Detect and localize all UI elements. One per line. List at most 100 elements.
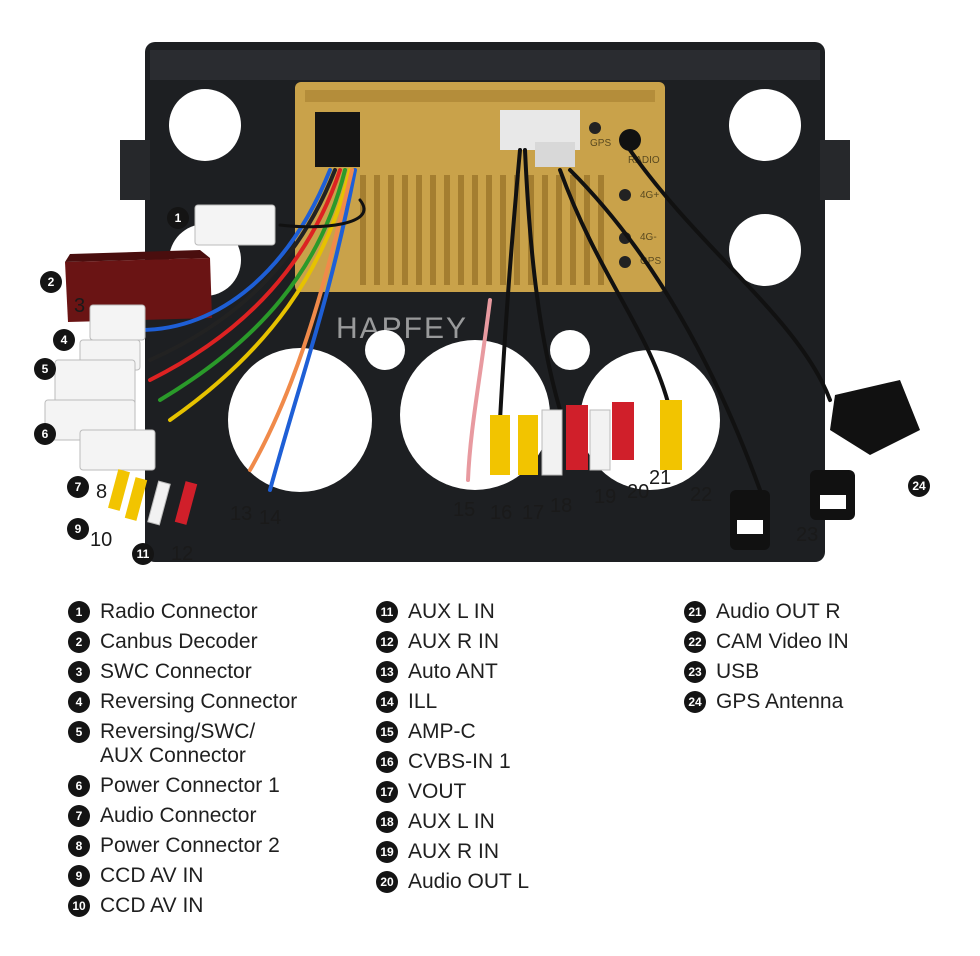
legend-label: SWC Connector bbox=[100, 660, 252, 683]
legend-label: AUX L IN bbox=[408, 600, 495, 623]
legend-badge: 11 bbox=[376, 601, 398, 623]
legend-item: 21 Audio OUT R bbox=[684, 600, 964, 624]
legend-badge: 6 bbox=[68, 775, 90, 797]
legend-item: 8 Power Connector 2 bbox=[68, 834, 368, 858]
callout-12: 12 bbox=[171, 543, 194, 565]
legend-label: AUX L IN bbox=[408, 810, 495, 833]
callout-16: 16 bbox=[490, 502, 513, 524]
legend-item: 10 CCD AV IN bbox=[68, 894, 368, 918]
legend-badge: 3 bbox=[68, 661, 90, 683]
legend-item: 7 Audio Connector bbox=[68, 804, 368, 828]
legend-label: CAM Video IN bbox=[716, 630, 849, 653]
legend-label: Audio OUT R bbox=[716, 600, 841, 623]
legend-label: GPS Antenna bbox=[716, 690, 844, 713]
legend-item: 4 Reversing Connector bbox=[68, 690, 368, 714]
legend-column-1: 1 Radio Connector 2 Canbus Decoder 3 SWC… bbox=[68, 600, 368, 924]
legend-label: AUX R IN bbox=[408, 840, 500, 863]
4g-plus-port-label: 4G+ bbox=[640, 190, 659, 201]
callout-4: 4 bbox=[53, 329, 75, 351]
callout-19: 19 bbox=[594, 486, 617, 508]
callout-11: 11 bbox=[132, 543, 154, 565]
legend-badge: 17 bbox=[376, 781, 398, 803]
legend-label: Canbus Decoder bbox=[100, 630, 258, 653]
callout-24: 24 bbox=[908, 475, 930, 497]
legend-badge: 22 bbox=[684, 631, 706, 653]
wire-harness bbox=[138, 148, 832, 492]
legend-badge: 5 bbox=[68, 721, 90, 743]
callout-5: 5 bbox=[34, 358, 56, 380]
legend-item: 18 AUX L IN bbox=[376, 810, 676, 834]
callout-23: 23 bbox=[796, 524, 819, 546]
callout-13: 13 bbox=[230, 503, 253, 525]
legend-item: 16 CVBS-IN 1 bbox=[376, 750, 676, 774]
legend-badge: 7 bbox=[68, 805, 90, 827]
callout-8: 8 bbox=[96, 481, 108, 503]
4g-minus-port-label: 4G- bbox=[640, 232, 657, 243]
radio-port-label: RADIO bbox=[628, 155, 660, 166]
legend-item: 9 CCD AV IN bbox=[68, 864, 368, 888]
legend-badge: 23 bbox=[684, 661, 706, 683]
legend-item: 11 AUX L IN bbox=[376, 600, 676, 624]
legend-badge: 14 bbox=[376, 691, 398, 713]
callout-3: 3 bbox=[74, 295, 86, 317]
legend-label: CCD AV IN bbox=[100, 864, 204, 887]
legend-label: Power Connector 1 bbox=[100, 774, 280, 797]
legend-column-3: 21 Audio OUT R 22 CAM Video IN 23 USB 24… bbox=[684, 600, 964, 720]
legend-item: 15 AMP-C bbox=[376, 720, 676, 744]
legend-label: Power Connector 2 bbox=[100, 834, 280, 857]
legend-badge: 15 bbox=[376, 721, 398, 743]
legend-label: USB bbox=[716, 660, 760, 683]
legend-label: Reversing/SWC/ AUX Connector bbox=[100, 720, 256, 767]
legend-label: ILL bbox=[408, 690, 438, 713]
head-unit: GPS RADIO 4G+ 4G- GPS bbox=[295, 82, 665, 292]
legend-badge: 20 bbox=[376, 871, 398, 893]
product-photo: GPS RADIO 4G+ 4G- GPS bbox=[44, 42, 920, 562]
legend-label: CCD AV IN bbox=[100, 894, 204, 917]
rca-plugs-center bbox=[490, 400, 682, 476]
legend-label: Audio Connector bbox=[100, 804, 257, 827]
legend-item: 3 SWC Connector bbox=[68, 660, 368, 684]
callout-7: 7 bbox=[67, 476, 89, 498]
legend-item: 23 USB bbox=[684, 660, 964, 684]
legend-label: CVBS-IN 1 bbox=[408, 750, 511, 773]
usb-and-gps bbox=[730, 380, 920, 550]
legend-item: 1 Radio Connector bbox=[68, 600, 368, 624]
callout-17: 17 bbox=[522, 502, 545, 524]
callout-22: 22 bbox=[690, 484, 713, 506]
callout-9: 9 bbox=[67, 518, 89, 540]
legend-item: 17 VOUT bbox=[376, 780, 676, 804]
legend-column-2: 11 AUX L IN 12 AUX R IN 13 Auto ANT 14 I… bbox=[376, 600, 676, 900]
legend-badge: 10 bbox=[68, 895, 90, 917]
white-connectors bbox=[44, 204, 276, 471]
legend-label: AMP-C bbox=[408, 720, 476, 743]
callout-15: 15 bbox=[453, 499, 476, 521]
legend-badge: 16 bbox=[376, 751, 398, 773]
legend-item: 6 Power Connector 1 bbox=[68, 774, 368, 798]
rca-plugs-left bbox=[108, 469, 198, 526]
legend-badge: 12 bbox=[376, 631, 398, 653]
callout-6: 6 bbox=[34, 423, 56, 445]
callout-10: 10 bbox=[90, 529, 113, 551]
legend-item: 5 Reversing/SWC/ AUX Connector bbox=[68, 720, 368, 768]
legend-badge: 24 bbox=[684, 691, 706, 713]
legend-badge: 2 bbox=[68, 631, 90, 653]
legend-badge: 13 bbox=[376, 661, 398, 683]
gps-port-label: GPS bbox=[590, 138, 611, 149]
callout-1: 1 bbox=[167, 207, 189, 229]
legend-label: VOUT bbox=[408, 780, 467, 803]
legend-label: Reversing Connector bbox=[100, 690, 298, 713]
callout-14: 14 bbox=[259, 507, 282, 529]
legend-item: 20 Audio OUT L bbox=[376, 870, 676, 894]
callout-2: 2 bbox=[40, 271, 62, 293]
legend-item: 12 AUX R IN bbox=[376, 630, 676, 654]
legend-label: Auto ANT bbox=[408, 660, 498, 683]
legend-item: 24 GPS Antenna bbox=[684, 690, 964, 714]
gps-low-port-label: GPS bbox=[640, 256, 661, 267]
watermark: HAPFEY bbox=[336, 312, 469, 345]
legend-item: 14 ILL bbox=[376, 690, 676, 714]
legend-badge: 1 bbox=[68, 601, 90, 623]
legend-badge: 4 bbox=[68, 691, 90, 713]
legend-badge: 18 bbox=[376, 811, 398, 833]
callout-21: 21 bbox=[649, 467, 672, 489]
legend-label: Audio OUT L bbox=[408, 870, 530, 893]
